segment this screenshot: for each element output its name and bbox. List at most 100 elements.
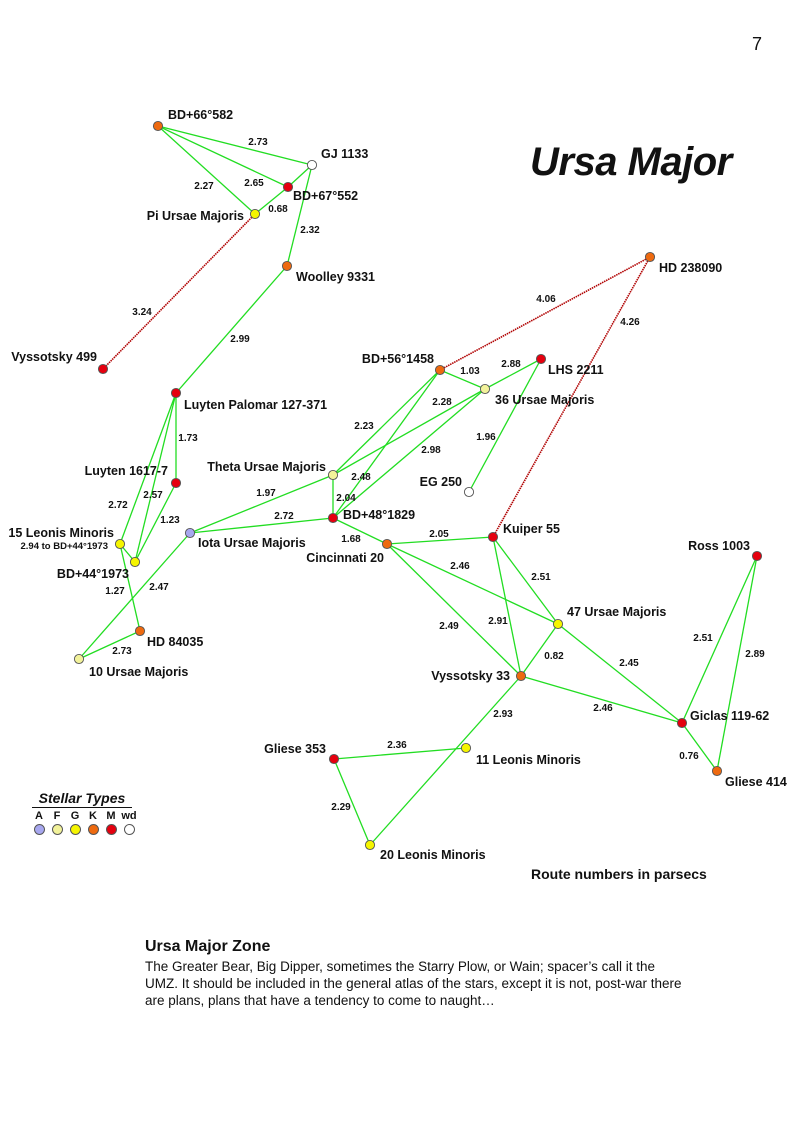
route-woolley9331-lp127371 — [175, 265, 288, 394]
legend-letter: F — [53, 810, 61, 822]
route-distance-label: 4.06 — [536, 294, 556, 305]
route-iotauma-bd481829 — [189, 517, 334, 534]
star-label-luyten1617: Luyten 1617-7 — [85, 464, 168, 478]
star-label-vys499: Vyssotsky 499 — [11, 350, 97, 364]
star-label-47uma: 47 Ursae Majoris — [567, 605, 666, 619]
route-distance-label: 1.03 — [460, 366, 480, 377]
map-title: Ursa Major — [530, 140, 732, 184]
route-distance-label: 0.82 — [544, 651, 564, 662]
route-bd561458-hd238090 — [439, 256, 651, 371]
route-lp127371-bd441973 — [134, 392, 177, 563]
star-label-hd238090: HD 238090 — [659, 261, 722, 275]
star-label-bd67552: BD+67°552 — [293, 189, 358, 203]
star-bd66582 — [152, 120, 164, 132]
legend-item-A: A — [30, 810, 48, 835]
route-distance-label: 0.76 — [679, 751, 699, 762]
legend-swatch — [51, 824, 63, 835]
route-distance-label: 2.73 — [248, 137, 268, 148]
route-distance-label: 2.23 — [354, 421, 374, 432]
route-distance-label: 2.46 — [450, 561, 470, 572]
route-hd238090-kuiper55 — [492, 256, 651, 538]
route-distance-label: 2.27 — [194, 181, 214, 192]
route-bd66582-bd67552 — [157, 125, 289, 188]
legend-item-M: M — [102, 810, 120, 835]
route-thetauma-bd561458 — [332, 369, 441, 476]
legend-swatch — [69, 824, 81, 835]
route-gj1133-woolley9331 — [286, 164, 313, 267]
route-giclas-gliese414 — [681, 722, 718, 772]
route-distance-label: 3.24 — [132, 307, 152, 318]
legend-swatch — [105, 824, 117, 835]
legend-swatch — [123, 824, 135, 835]
route-distance-label: 2.89 — [745, 649, 765, 660]
star-label-lhs2211: LHS 2211 — [548, 363, 604, 377]
route-gj1133-bd67552 — [287, 164, 313, 188]
star-thetauma — [327, 469, 339, 481]
route-distance-label: 1.96 — [476, 432, 496, 443]
star-label-bd561458: BD+56°1458 — [362, 352, 434, 366]
star-10uma — [73, 653, 85, 665]
star-47uma — [552, 618, 564, 630]
route-lp127371-15lmi — [119, 392, 177, 545]
route-distance-label: 2.93 — [493, 709, 513, 720]
route-gliese353-20lmi — [333, 758, 371, 846]
route-distance-label: 1.23 — [160, 515, 180, 526]
star-iotauma — [184, 527, 196, 539]
route-distance-label: 0.68 — [268, 204, 288, 215]
star-label-vys33: Vyssotsky 33 — [431, 669, 510, 683]
star-vys499 — [97, 363, 109, 375]
route-distance-label: 2.51 — [531, 572, 551, 583]
zone-description: Ursa Major Zone The Greater Bear, Big Di… — [145, 938, 685, 1009]
route-distance-label: 1.73 — [178, 433, 198, 444]
route-distance-label: 2.72 — [108, 500, 128, 511]
legend-item-F: F — [48, 810, 66, 835]
legend-title: Stellar Types — [32, 790, 132, 808]
route-distance-label: 2.49 — [439, 621, 459, 632]
star-giclas — [676, 717, 688, 729]
route-ross1003-giclas — [681, 555, 758, 724]
legend-swatch — [87, 824, 99, 835]
legend-letter: A — [35, 810, 43, 822]
route-luyten1617-bd441973 — [134, 482, 177, 563]
route-bd66582-gj1133 — [157, 125, 313, 166]
star-label-kuiper55: Kuiper 55 — [503, 522, 560, 536]
route-15lmi-hd84035 — [119, 543, 141, 632]
route-distance-label: 2.32 — [300, 225, 320, 236]
route-distance-label: 2.45 — [619, 658, 639, 669]
star-label-woolley9331: Woolley 9331 — [296, 270, 375, 284]
route-kuiper55-47uma — [492, 536, 559, 625]
route-47uma-giclas — [557, 623, 683, 724]
route-kuiper55-vys33 — [492, 536, 522, 677]
star-label-gliese353: Gliese 353 — [264, 742, 326, 756]
star-vys33 — [515, 670, 527, 682]
route-thetauma-36uma — [332, 388, 486, 476]
route-distance-label: 2.48 — [351, 472, 371, 483]
route-gliese353-11lmi — [333, 747, 467, 760]
route-bd481829-bd561458 — [332, 369, 441, 519]
routes-layer — [78, 125, 758, 846]
route-cinc20-47uma — [386, 543, 559, 625]
route-cinc20-vys33 — [386, 543, 522, 677]
star-label-gliese414: Gliese 414 — [725, 775, 787, 789]
route-bd481829-36uma — [332, 388, 486, 519]
star-label-giclas: Giclas 119-62 — [690, 709, 769, 723]
route-bd67552-piuma — [254, 186, 289, 215]
route-distance-label: 2.29 — [331, 802, 351, 813]
route-bd481829-cinc20 — [332, 517, 388, 545]
star-bd441973 — [129, 556, 141, 568]
route-10uma-hd84035 — [78, 630, 141, 660]
legend-item-G: G — [66, 810, 84, 835]
star-label-piuma: Pi Ursae Majoris — [147, 209, 244, 223]
route-distance-label: 1.97 — [256, 488, 276, 499]
star-bd561458 — [434, 364, 446, 376]
route-distance-label: 2.51 — [693, 633, 713, 644]
star-eg250 — [463, 486, 475, 498]
zone-title: Ursa Major Zone — [145, 938, 271, 955]
star-label-iotauma: Iota Ursae Majoris — [198, 536, 306, 550]
route-bd66582-piuma — [157, 125, 256, 215]
star-lhs2211 — [535, 353, 547, 365]
page-number: 7 — [752, 34, 763, 54]
